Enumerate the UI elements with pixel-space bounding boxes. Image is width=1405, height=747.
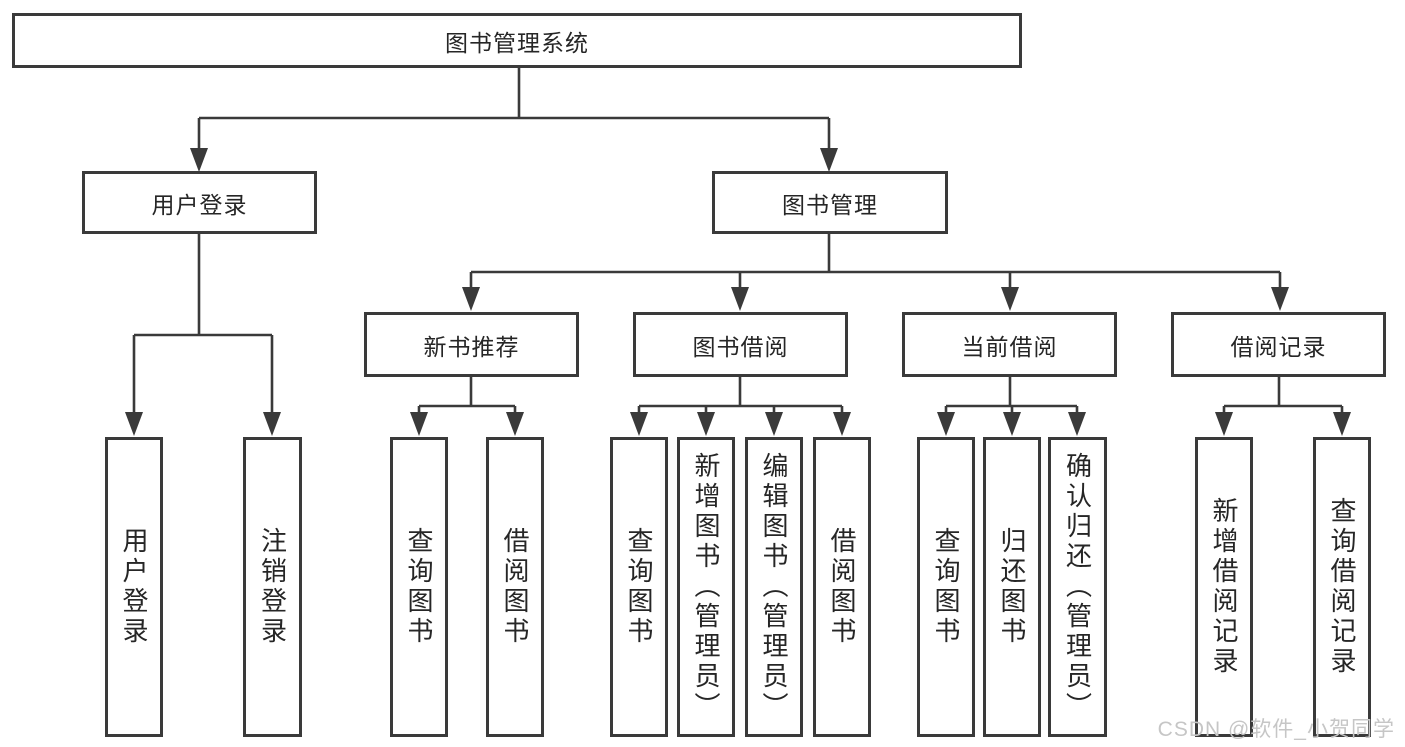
node-new-book-recommend-label: 新书推荐 (423, 333, 520, 360)
node-library-system: 图书管理系统 (12, 13, 1022, 68)
leaf-current-query-books-label: 查询图书 (931, 527, 961, 647)
node-book-borrow-label: 图书借阅 (692, 333, 789, 360)
leaf-return-books-label: 归还图书 (997, 527, 1027, 647)
node-borrow-records-label: 借阅记录 (1230, 333, 1327, 360)
node-user-login: 用户登录 (82, 171, 317, 234)
leaf-borrow-books-label: 借阅图书 (827, 527, 857, 647)
node-current-borrow: 当前借阅 (902, 312, 1117, 377)
leaf-confirm-return-admin: 确认归还（管理员） (1048, 437, 1107, 737)
node-library-system-label: 图书管理系统 (445, 29, 589, 56)
node-user-login-label: 用户登录 (151, 191, 248, 218)
leaf-return-books: 归还图书 (983, 437, 1041, 737)
leaf-add-borrow-record-label: 新增借阅记录 (1209, 497, 1239, 677)
leaf-logout-label: 注销登录 (257, 527, 288, 647)
edge-user-login-to-leaves (125, 234, 281, 436)
watermark-csdn: CSDN @软件_小贺同学 (1157, 718, 1395, 741)
node-book-management: 图书管理 (712, 171, 948, 234)
edge-book-borrow-to-leaves (630, 377, 851, 436)
edge-current-borrow-to-leaves (937, 377, 1086, 436)
leaf-logout: 注销登录 (243, 437, 302, 737)
edge-borrow-records-to-leaves (1215, 377, 1351, 436)
edge-root-to-level2 (190, 68, 838, 172)
node-borrow-records: 借阅记录 (1171, 312, 1386, 377)
node-book-management-label: 图书管理 (782, 191, 878, 218)
leaf-user-login-label: 用户登录 (119, 527, 149, 647)
leaf-add-books-admin-label: 新增图书（管理员） (691, 452, 721, 722)
leaf-edit-books-admin-label: 编辑图书（管理员） (759, 452, 789, 722)
leaf-current-query-books: 查询图书 (917, 437, 975, 737)
leaf-recommend-query-books: 查询图书 (390, 437, 448, 737)
leaf-add-books-admin: 新增图书（管理员） (677, 437, 735, 737)
leaf-borrow-query-books: 查询图书 (610, 437, 668, 737)
leaf-edit-books-admin: 编辑图书（管理员） (745, 437, 803, 737)
leaf-query-borrow-record: 查询借阅记录 (1313, 437, 1371, 737)
leaf-borrow-query-books-label: 查询图书 (624, 527, 654, 647)
leaf-query-borrow-record-label: 查询借阅记录 (1327, 497, 1357, 677)
leaf-add-borrow-record: 新增借阅记录 (1195, 437, 1253, 737)
leaf-user-login: 用户登录 (105, 437, 163, 737)
leaf-recommend-query-books-label: 查询图书 (404, 527, 434, 647)
node-current-borrow-label: 当前借阅 (961, 333, 1058, 360)
edge-new-book-recommend-to-leaves (410, 377, 524, 436)
leaf-borrow-books: 借阅图书 (813, 437, 871, 737)
edge-book-management-to-level3 (462, 234, 1289, 311)
leaf-recommend-borrow-books-label: 借阅图书 (500, 527, 530, 647)
leaf-confirm-return-admin-label: 确认归还（管理员） (1062, 452, 1093, 722)
leaf-recommend-borrow-books: 借阅图书 (486, 437, 544, 737)
node-book-borrow: 图书借阅 (633, 312, 848, 377)
node-new-book-recommend: 新书推荐 (364, 312, 579, 377)
